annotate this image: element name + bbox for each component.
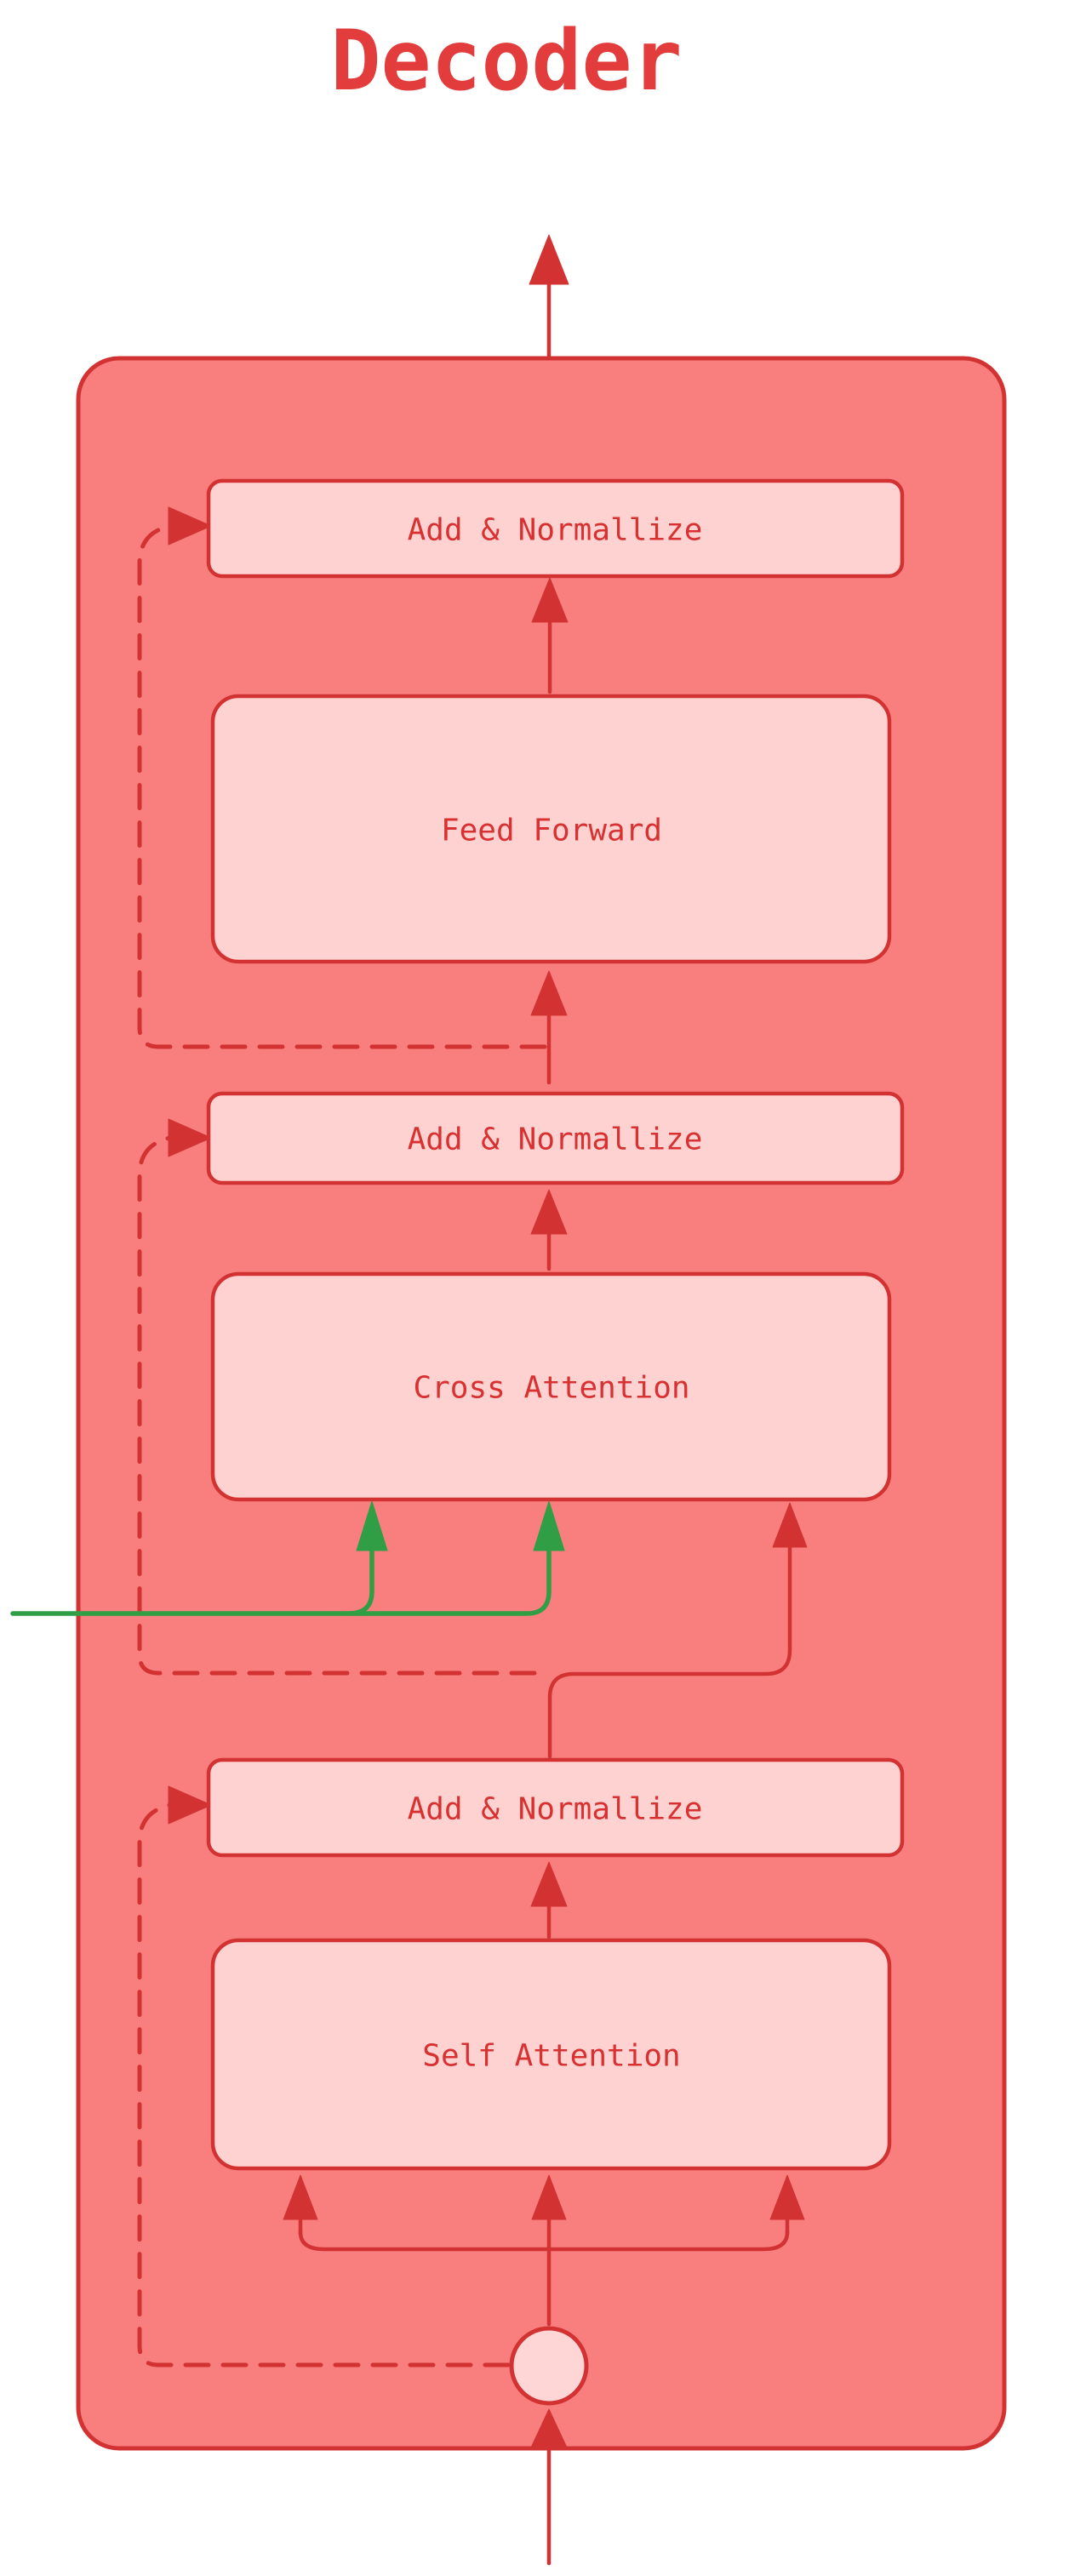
block-add-normalize-mid [206,1091,905,1185]
arrow-addnorm-to-feedforward [530,970,568,1085]
block-self-attention [210,1938,892,2171]
block-add-normalize-top [206,478,905,579]
arrow-feedforward-to-addnorm [531,577,569,694]
block-feed-forward [210,694,892,964]
arrow-addnorm-to-crossattention-query [547,1502,808,1759]
block-label-add-normalize-mid: Add & Normallize [408,1122,703,1157]
block-label-cross-attention: Cross Attention [413,1371,689,1406]
block-label-add-normalize-bottom: Add & Normallize [408,1792,703,1827]
diagram-title: Decoder [330,13,682,110]
arrow-crossattention-to-addnorm [530,1189,568,1271]
residual-connection-bottom [137,1785,511,2368]
residual-connection-mid [137,1118,537,1676]
input-junction-circle [509,2326,589,2406]
block-label-self-attention: Self Attention [422,2039,680,2074]
input-trident-arrows [283,2174,805,2327]
input-arrow [530,2408,568,2566]
residual-connection-top [137,506,547,1049]
block-add-normalize-bottom [206,1757,905,1858]
block-label-add-normalize-top: Add & Normallize [408,513,703,548]
encoder-input-line [10,1500,565,1616]
arrow-selfattention-to-addnorm [530,1861,568,1939]
block-label-feed-forward: Feed Forward [441,814,662,848]
block-cross-attention [210,1271,892,1502]
